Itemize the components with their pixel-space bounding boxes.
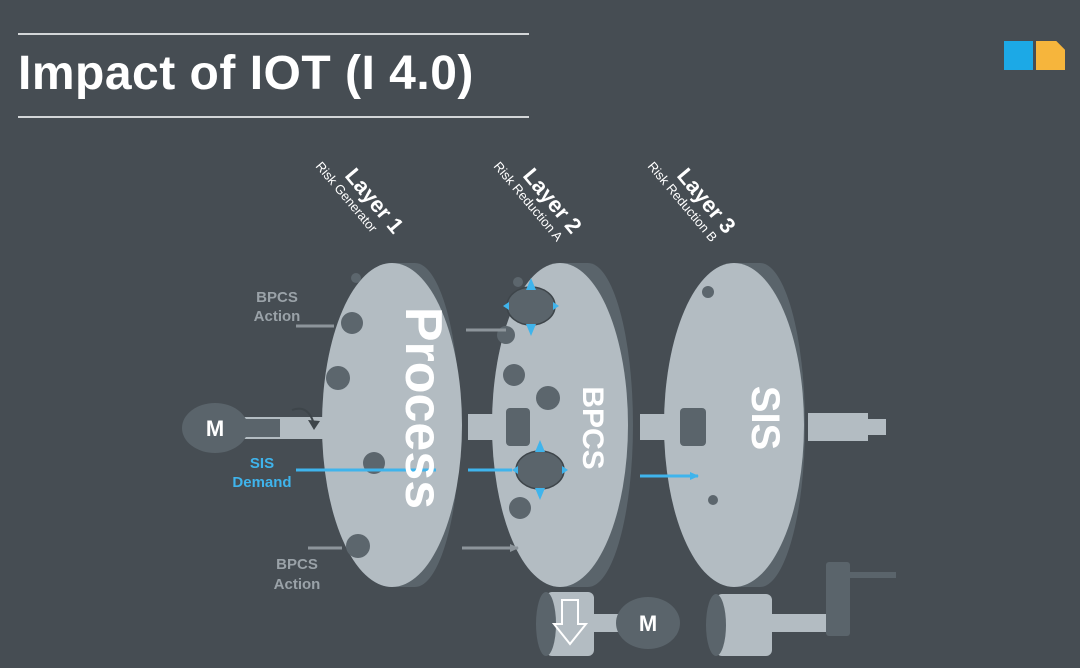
coupling-layer-2: [506, 408, 530, 446]
bpcs-valve-top: [503, 278, 559, 336]
motor-bottom: [616, 597, 680, 649]
sis-disc-label: SIS: [743, 386, 787, 450]
bpcs-disc-label: BPCS: [576, 386, 609, 469]
shaft-segment-1-2: [468, 414, 508, 440]
sis-demand-line1: SIS: [250, 455, 274, 472]
bpcs-action-bottom-line1: BPCS: [276, 556, 318, 573]
layer-2-hole: [509, 497, 531, 519]
layer-3-hole: [708, 495, 718, 505]
layer-1-hole: [351, 273, 361, 283]
layer-3-hole: [702, 286, 714, 298]
process-disc-label: Process: [394, 307, 452, 509]
coupling-layer-3: [680, 408, 706, 446]
layer-2-hole: [513, 277, 523, 287]
shaft-segment-2-3: [640, 414, 682, 440]
layer-1-disc: [322, 263, 462, 587]
logo-square-orange: [1036, 41, 1065, 70]
layer-2-disc: [492, 263, 633, 587]
motor-left-label: M: [206, 416, 224, 441]
layer-2-hole: [536, 386, 560, 410]
bpcs-action-bottom-line2: Action: [274, 576, 321, 593]
slide-title: Impact of IOT (I 4.0): [18, 47, 474, 100]
layer-1-hole: [341, 312, 363, 334]
logo-square-blue: [1004, 41, 1033, 70]
title-rule-bottom: [18, 116, 529, 118]
bpcs-actuator-bottom: [536, 592, 680, 656]
sis-actuator-bottom: [706, 562, 896, 656]
layer-2-title: Layer 2 Risk Reduction A: [491, 159, 587, 245]
title-rule-top: [18, 33, 529, 35]
layer-3-title: Layer 3 Risk Reduction B: [645, 159, 741, 245]
layer-3-disc: [664, 263, 805, 587]
layer-1-hole: [346, 534, 370, 558]
shaft-collar: [244, 419, 280, 437]
motor-left: [182, 403, 248, 453]
shaft-right-tip: [866, 419, 886, 435]
motor-bottom-label: M: [639, 611, 657, 636]
layer-2-hole: [503, 364, 525, 386]
down-arrow-icon: [551, 599, 589, 646]
bpcs-valve-bottom: [512, 440, 568, 500]
shaft-right: [808, 413, 868, 441]
layer-1-hole: [326, 366, 350, 390]
bpcs-action-top-line1: BPCS: [256, 289, 298, 306]
layer-1-title: Layer 1 Risk Generator: [313, 159, 409, 239]
bpcs-action-top-line2: Action: [254, 308, 301, 325]
sis-demand-line2: Demand: [232, 474, 291, 491]
